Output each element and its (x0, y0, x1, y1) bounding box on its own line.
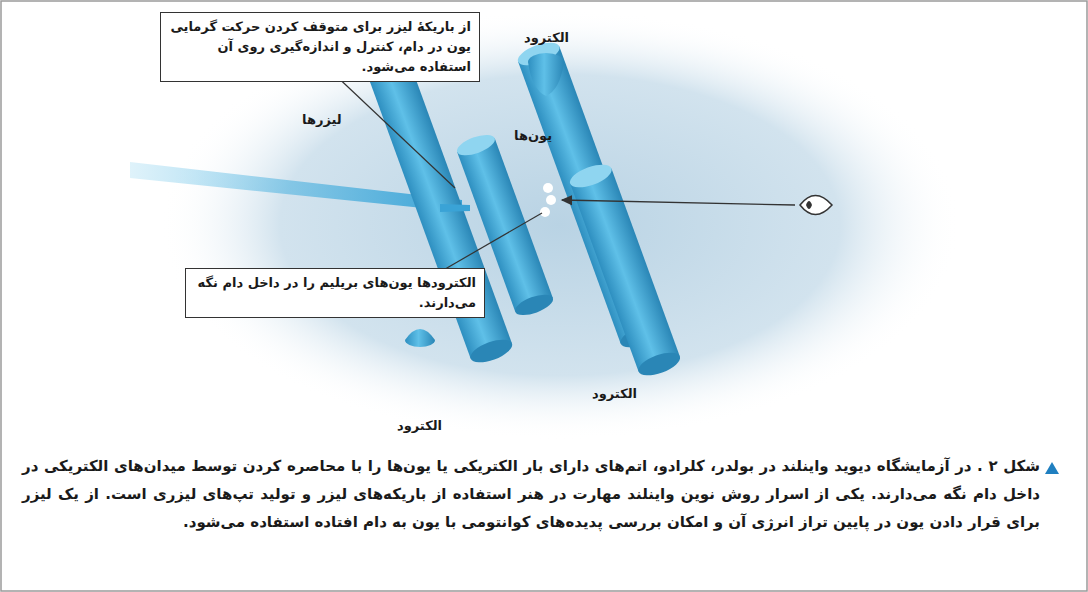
endcap-electrode (405, 329, 435, 347)
leader-line (330, 70, 455, 188)
figure-caption: شکل ۲ . در آزمایشگاه دیوید واینلند در بو… (22, 452, 1040, 536)
part-label: یون‌ها (512, 128, 554, 143)
callout-text: از باریکهٔ لیزر برای متوقف کردن حرکت گرم… (169, 17, 471, 77)
eye-pupil (806, 201, 812, 209)
part-label: الکترود (522, 30, 571, 45)
laser-beam (440, 204, 470, 212)
glow (160, 10, 960, 440)
callout-text: الکترودها یون‌های بریلیم را در داخل دام … (194, 273, 476, 313)
caption-marker (1045, 462, 1059, 474)
leader-line (440, 213, 542, 272)
callout-box: الکترودها یون‌های بریلیم را در داخل دام … (185, 268, 485, 318)
ion (546, 195, 556, 205)
part-label: لیزرها (300, 112, 344, 127)
ion (543, 183, 553, 193)
ion (540, 207, 550, 217)
eye-symbol (800, 196, 832, 215)
view-arrow (562, 200, 795, 205)
callout-box: از باریکهٔ لیزر برای متوقف کردن حرکت گرم… (160, 12, 480, 82)
endcap-electrode (528, 53, 564, 96)
part-label: الکترود (590, 386, 639, 401)
part-label: الکترود (395, 418, 444, 433)
electrode-rod (567, 160, 683, 380)
